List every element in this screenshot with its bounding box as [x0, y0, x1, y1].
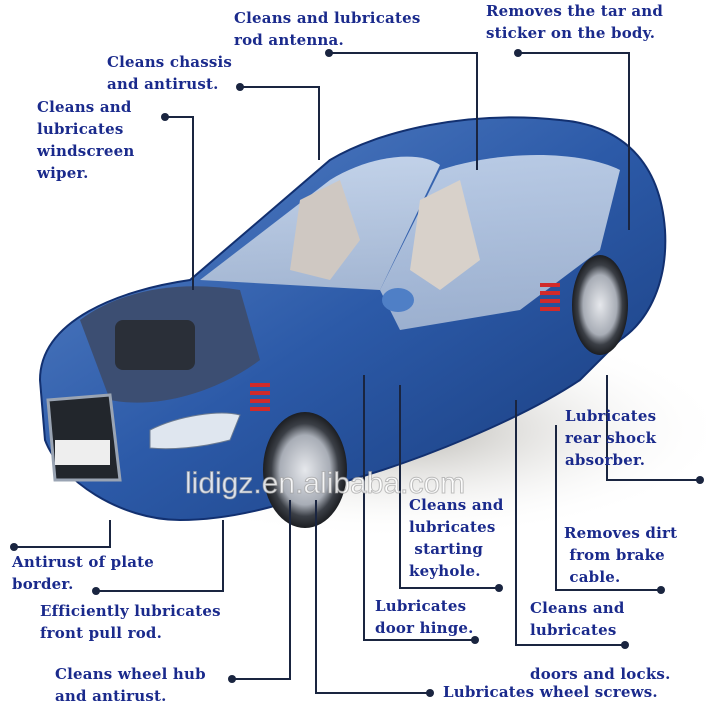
side-mirror — [382, 288, 414, 312]
license-plate — [55, 440, 110, 465]
leader-line-rod-antenna — [329, 52, 478, 170]
callout-rod-antenna: Cleans and lubricates rod antenna. — [234, 9, 421, 49]
leader-dots — [10, 49, 704, 697]
callout-rear-shock: Lubricates rear shock absorber. — [565, 407, 657, 469]
callout-brake-cable: Removes dirt from brake cable. — [564, 524, 678, 586]
headlight — [149, 412, 241, 450]
leader-line-brake-cable — [555, 425, 661, 591]
seats — [290, 180, 360, 280]
engine-block — [115, 320, 195, 370]
callout-chassis: Cleans chassis and antirust. — [107, 53, 233, 93]
leader-line-chassis — [240, 86, 320, 160]
callout-doors-locks: Cleans and lubricates doors and locks. — [530, 599, 671, 683]
callout-wheel-screws: Lubricates wheel screws. — [443, 683, 658, 701]
watermark: lidigz.en.alibaba.com — [184, 467, 466, 501]
leader-line-doors-locks — [515, 400, 625, 646]
callout-plate-border: Antirust of plate border. — [12, 553, 155, 593]
leader-line-door-hinge — [363, 375, 475, 641]
leader-line-plate-border — [14, 520, 111, 548]
callout-tar-sticker: Removes the tar and sticker on the body. — [486, 2, 664, 42]
rear-spring — [540, 283, 560, 311]
leader-line-rear-shock — [606, 375, 700, 481]
rear-seat — [410, 180, 480, 290]
leader-line-keyhole — [399, 385, 499, 589]
leader-line-wheel-screws — [315, 500, 430, 694]
leader-line-wheel-hub — [232, 500, 291, 680]
leader-line-tar-sticker — [518, 52, 630, 230]
rear-wheel — [572, 255, 628, 355]
leader-lines — [14, 52, 700, 694]
callout-door-hinge: Lubricates door hinge. — [375, 597, 474, 637]
front-grille — [46, 393, 122, 482]
front-spring — [250, 383, 270, 411]
callout-front-pull-rod: Efficiently lubricates front pull rod. — [40, 602, 221, 642]
callout-wheel-hub: Cleans wheel hub and antirust. — [55, 665, 206, 705]
callout-wiper: Cleans and lubricates windscreen wiper. — [37, 98, 135, 182]
front-wheel — [263, 412, 347, 528]
leader-line-wiper — [165, 116, 194, 290]
callout-keyhole: Cleans and lubricates starting keyhole. — [409, 496, 504, 580]
leader-line-front-pull-rod — [96, 520, 224, 592]
